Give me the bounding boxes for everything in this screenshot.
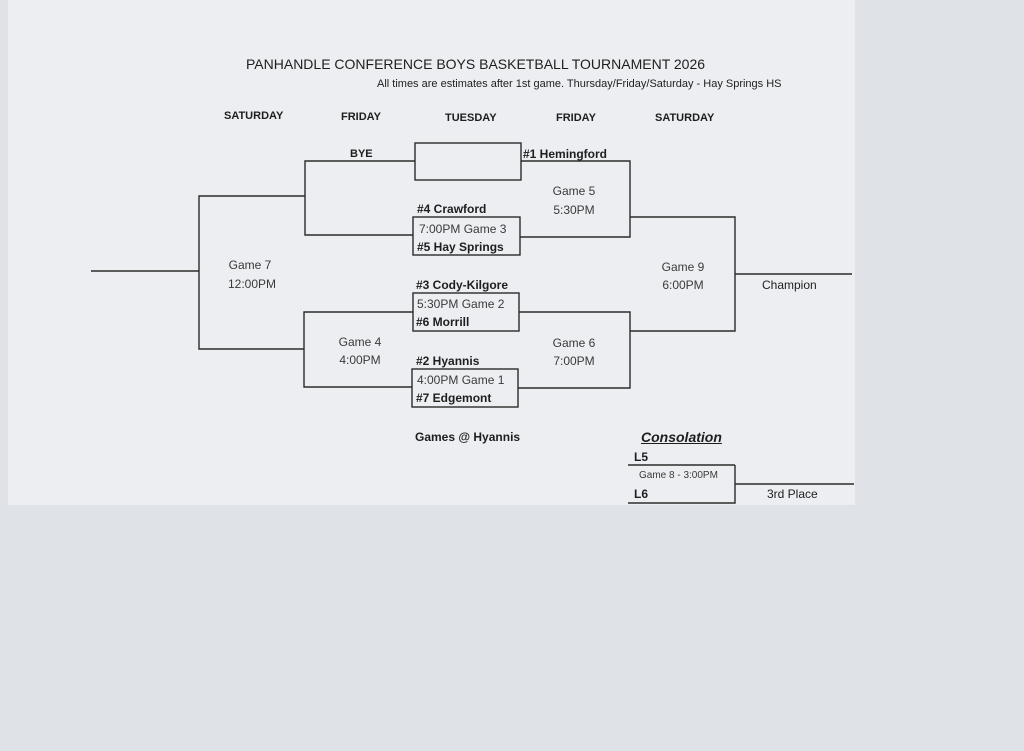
game4-time: 4:00PM: [339, 353, 381, 367]
game4-label: Game 4: [338, 335, 382, 349]
consolation-l5: L5: [634, 450, 649, 464]
game7-bracket: [198, 195, 305, 350]
game3-box: [412, 216, 521, 256]
consolation-l6: L6: [634, 487, 649, 501]
team-crawford: #4 Crawford: [417, 202, 487, 216]
game5-label: Game 5: [552, 184, 596, 198]
team-hay-springs: #5 Hay Springs: [417, 240, 504, 254]
day-heading-friday-right: FRIDAY: [556, 112, 596, 124]
third-place-label: 3rd Place: [767, 487, 818, 501]
game9-bracket: [630, 216, 736, 332]
consolation-title: Consolation: [641, 429, 722, 445]
l6-line: [628, 465, 736, 504]
day-heading-saturday-right: SATURDAY: [655, 112, 715, 124]
team-cody-kilgore: #3 Cody-Kilgore: [416, 278, 509, 292]
champion-label: Champion: [762, 278, 817, 292]
game1-time: 4:00PM Game 1: [417, 373, 505, 387]
game5-time: 5:30PM: [553, 203, 595, 217]
game8-time: Game 8 - 3:00PM: [639, 470, 718, 481]
bye-label: BYE: [350, 148, 373, 160]
bracket-sheet: [8, 0, 855, 505]
game9-time: 6:00PM: [662, 278, 704, 292]
game6-bracket: [518, 311, 631, 389]
page-title: PANHANDLE CONFERENCE BOYS BASKETBALL TOU…: [246, 56, 706, 72]
game7-label: Game 7: [228, 258, 272, 272]
day-heading-saturday-left: SATURDAY: [224, 110, 284, 122]
bye-slot-box: [414, 142, 522, 181]
game6-label: Game 6: [552, 336, 596, 350]
game4-bracket: [303, 311, 413, 388]
day-heading-friday-left: FRIDAY: [341, 111, 381, 123]
game2-time: 5:30PM Game 2: [417, 297, 505, 311]
day-heading-tuesday: TUESDAY: [445, 112, 497, 124]
team-hyannis: #2 Hyannis: [416, 354, 480, 368]
team-hemingford: #1 Hemingford: [523, 147, 608, 161]
game9-label: Game 9: [661, 260, 705, 274]
page-subtitle: All times are estimates after 1st game. …: [377, 78, 782, 90]
venue-note: Games @ Hyannis: [415, 430, 521, 444]
team-morrill: #6 Morrill: [416, 315, 470, 329]
game6-time: 7:00PM: [553, 354, 595, 368]
left-upper-bracket: [304, 160, 415, 236]
game3-time: 7:00PM Game 3: [419, 222, 507, 236]
game7-time: 12:00PM: [227, 277, 277, 291]
team-edgemont: #7 Edgemont: [416, 391, 492, 405]
game5-bracket: [520, 160, 631, 238]
